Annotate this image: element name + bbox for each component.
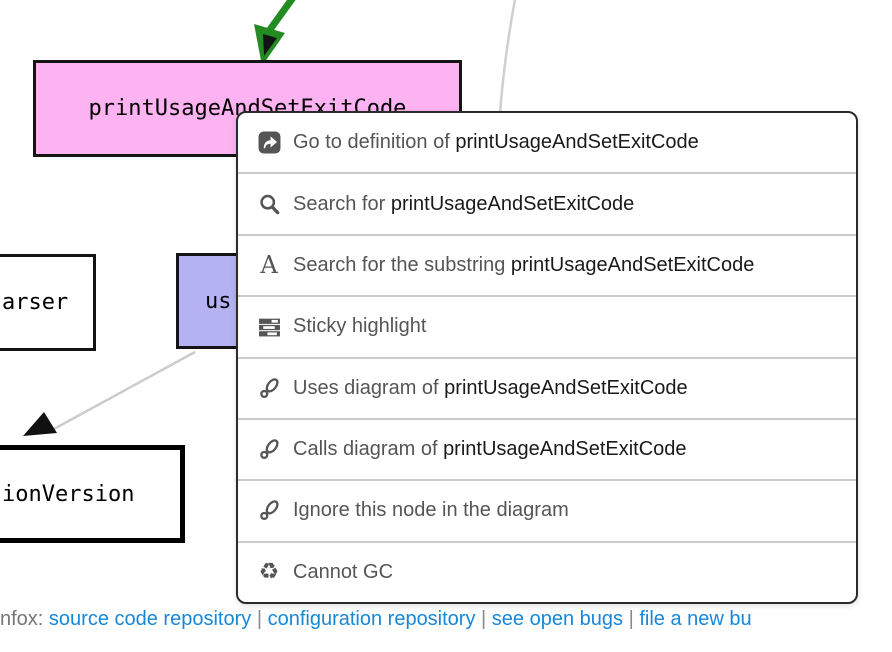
footer-separator: | — [481, 608, 487, 630]
diagram-node-parser[interactable]: arser — [0, 254, 96, 351]
uses-edge — [51, 350, 196, 432]
menu-item-label: Uses diagram of — [293, 376, 445, 399]
caller-arrow-shaft — [266, 0, 296, 34]
link-icon — [254, 375, 284, 401]
caller-arrowhead-inner — [263, 34, 277, 56]
diagram-node-version[interactable]: ionVersion — [0, 445, 185, 543]
footer-separator: | — [256, 608, 263, 630]
go-to-definition-icon — [254, 130, 284, 156]
menu-item-symbol: printUsageAndSetExitCode — [443, 438, 687, 461]
menu-item-calls-diagram[interactable]: Calls diagram of printUsageAndSetExitCod… — [238, 417, 856, 479]
footer: nfox: source code repository | configura… — [0, 608, 892, 631]
footer-link-configuration-repository[interactable]: configuration repository — [267, 608, 476, 630]
menu-item-sticky-highlight[interactable]: Sticky highlight — [238, 295, 856, 356]
edge-arc — [498, 0, 517, 115]
footer-link-source-code-repository[interactable]: source code repository — [48, 608, 252, 630]
menu-item-label: Search for the substring — [293, 253, 511, 276]
menu-item-symbol: printUsageAndSetExitCode — [390, 192, 635, 215]
recycle-icon: ♻ — [258, 558, 280, 585]
footer-link-file-a-new-bug[interactable]: file a new bu — [639, 608, 752, 630]
link-icon — [254, 498, 284, 524]
menu-item-label: Calls diagram of — [293, 438, 444, 461]
search-icon — [254, 191, 284, 217]
sticky-highlight-icon — [254, 314, 284, 340]
footer-separator: | — [628, 608, 634, 630]
context-menu: Go to definition of printUsageAndSetExit… — [236, 111, 858, 604]
node-label: arser — [2, 290, 69, 315]
node-label: ionVersion — [2, 481, 135, 507]
menu-item-label: Cannot GC — [293, 560, 394, 583]
node-label: us — [205, 288, 232, 314]
menu-item-uses-diagram[interactable]: Uses diagram of printUsageAndSetExitCode — [238, 356, 856, 418]
menu-item-go-to-definition[interactable]: Go to definition of printUsageAndSetExit… — [238, 113, 856, 172]
substring-icon: A — [260, 251, 278, 280]
footer-link-see-open-bugs[interactable]: see open bugs — [491, 608, 624, 630]
footer-prefix: nfox: — [0, 608, 44, 630]
menu-item-label: Ignore this node in the diagram — [293, 499, 569, 522]
link-icon — [254, 437, 284, 463]
menu-item-cannot-gc[interactable]: ♻ Cannot GC — [238, 540, 856, 602]
menu-item-symbol: printUsageAndSetExitCode — [455, 131, 699, 154]
menu-item-symbol: printUsageAndSetExitCode — [510, 253, 755, 276]
menu-item-search[interactable]: Search for printUsageAndSetExitCode — [238, 172, 856, 233]
menu-item-label: Sticky highlight — [293, 315, 427, 338]
menu-item-search-substring[interactable]: A Search for the substring printUsageAnd… — [238, 233, 856, 295]
menu-item-label: Search for — [293, 192, 391, 215]
menu-item-label: Go to definition of — [293, 131, 456, 154]
menu-item-symbol: printUsageAndSetExitCode — [444, 376, 688, 399]
menu-item-ignore-node[interactable]: Ignore this node in the diagram — [238, 479, 856, 540]
uses-edge-arrowhead — [23, 412, 57, 436]
